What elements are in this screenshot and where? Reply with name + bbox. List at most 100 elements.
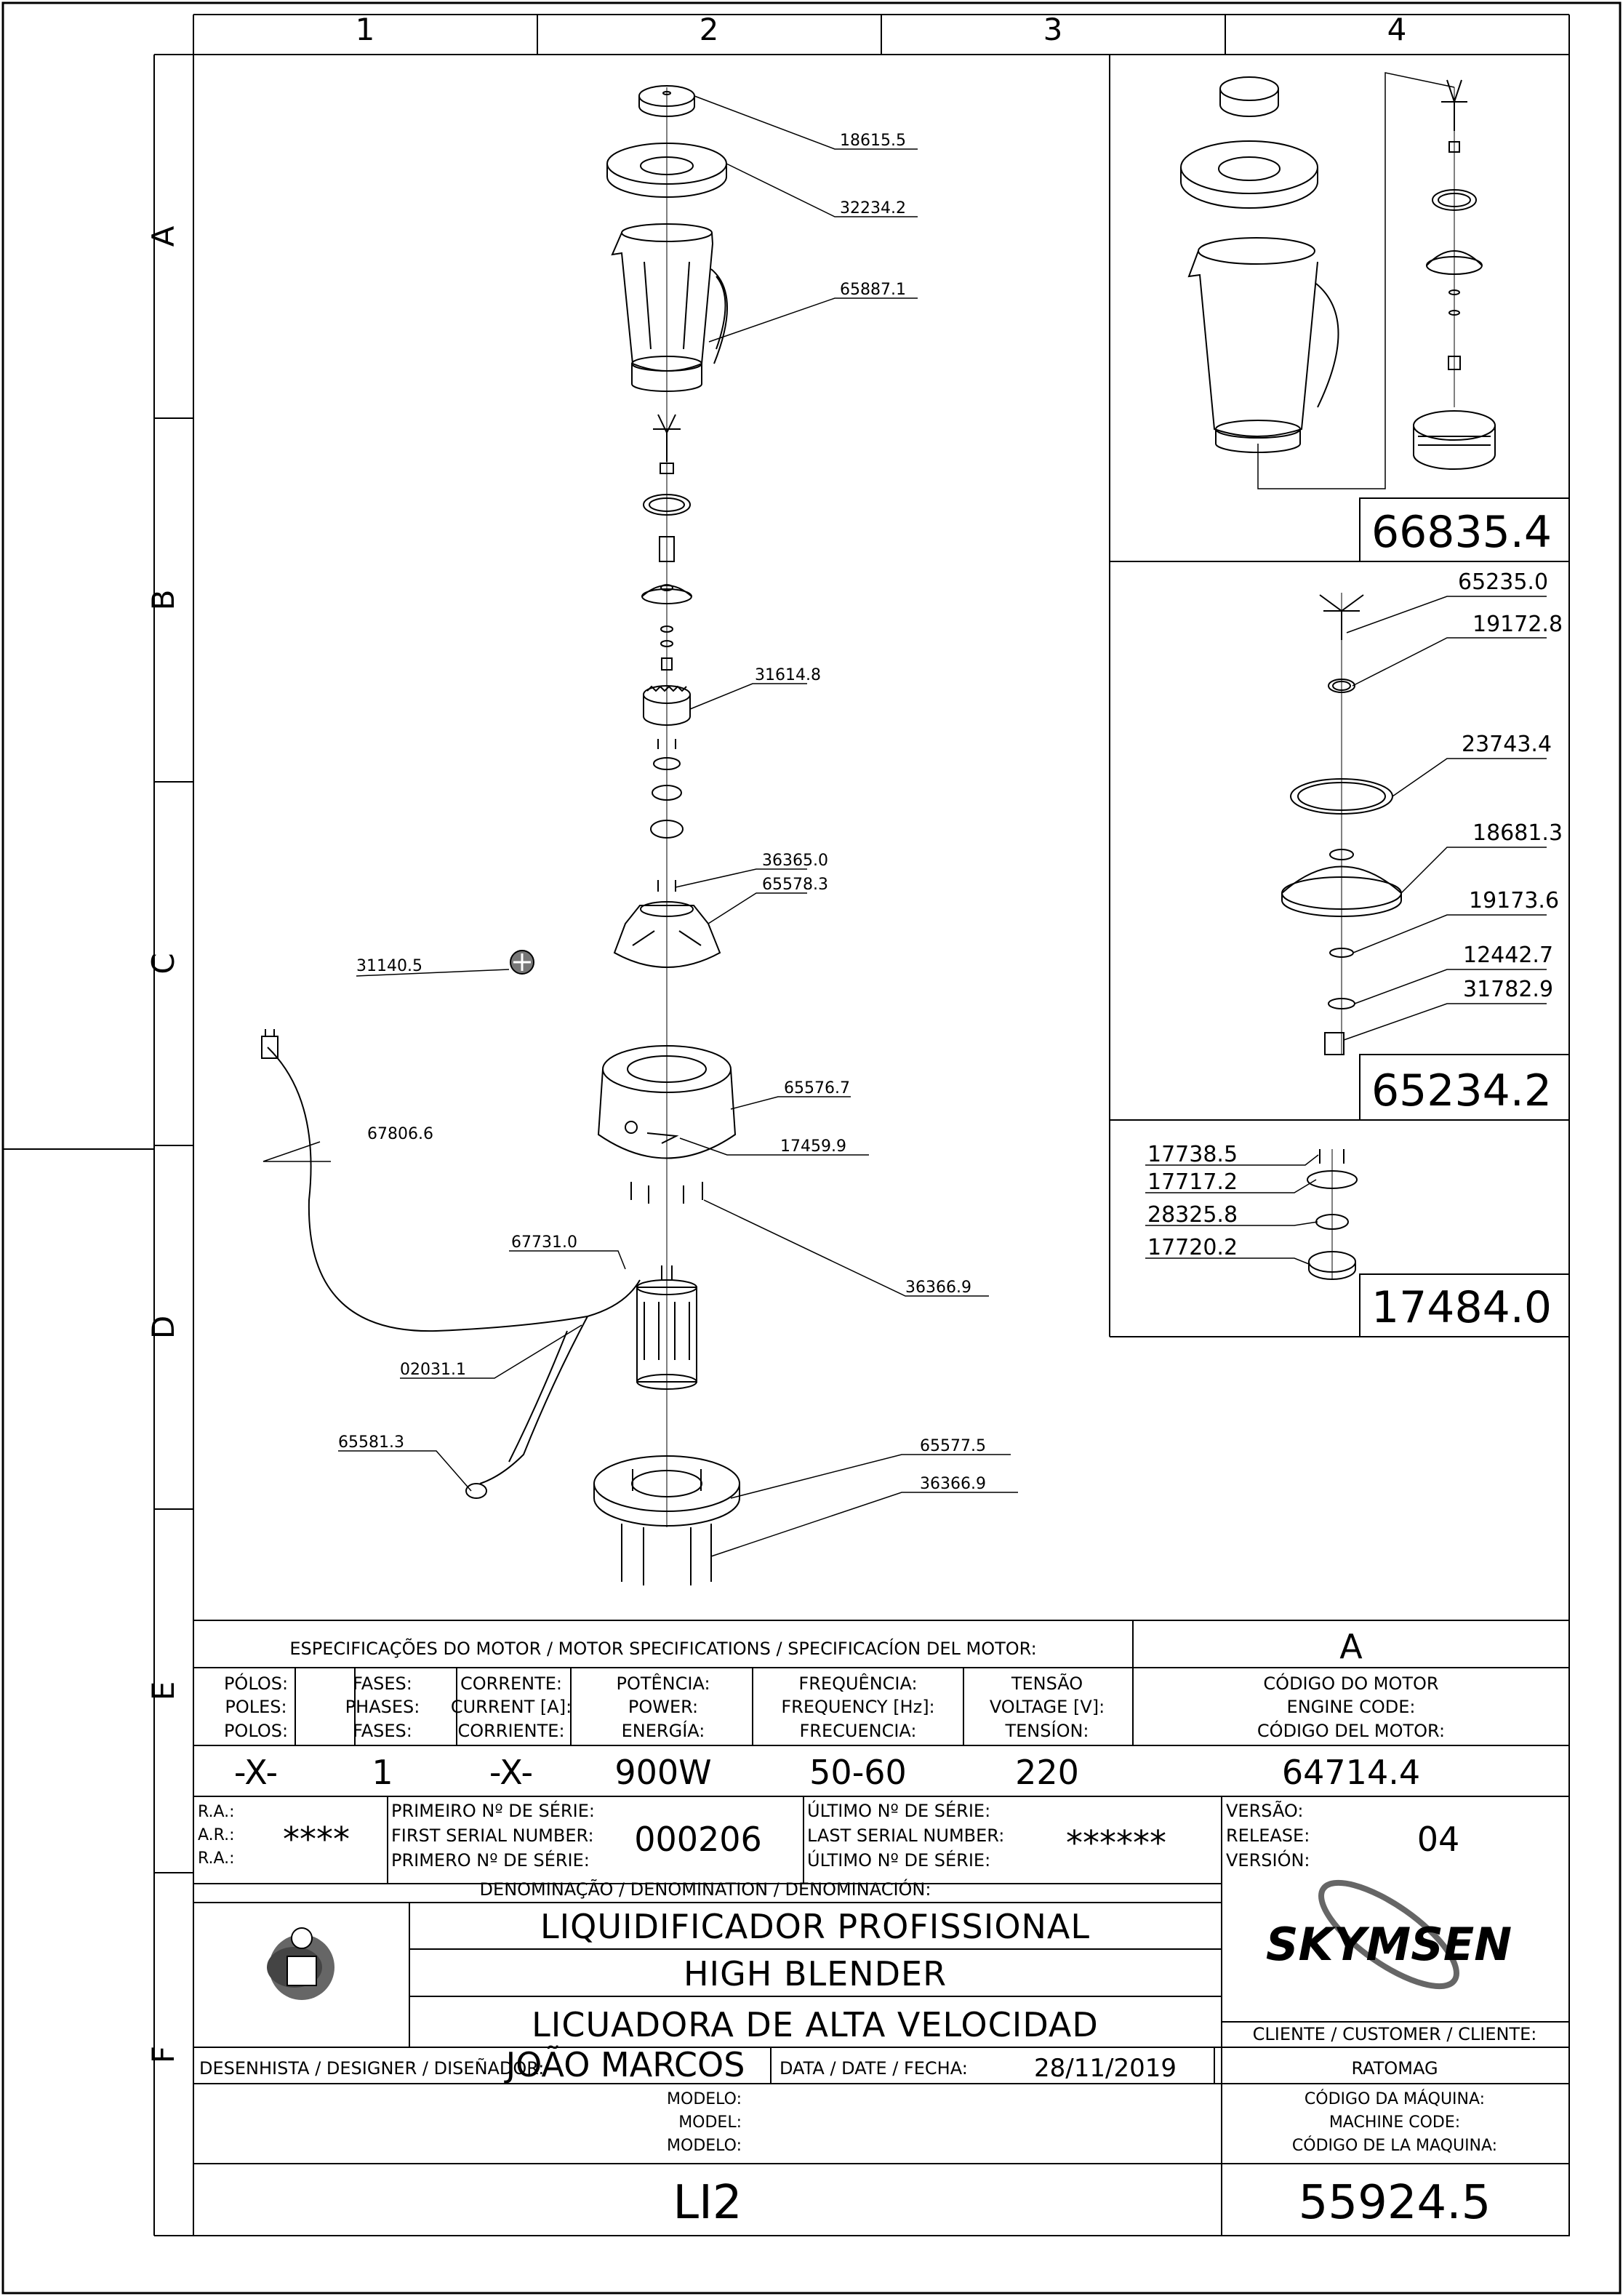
- main-part-labels: 18615.5 32234.2 65887.1 31614.8 36365.0 …: [338, 132, 986, 1493]
- svg-text:000206: 000206: [634, 1820, 762, 1859]
- zone-row-labels: A B C D E F: [145, 225, 181, 2063]
- part-label: 32234.2: [840, 199, 906, 217]
- svg-text:MACHINE CODE:: MACHINE CODE:: [1329, 2113, 1460, 2132]
- svg-text:POTÊNCIA:: POTÊNCIA:: [616, 1673, 710, 1694]
- svg-text:F: F: [145, 2046, 181, 2063]
- part-label: 36366.9: [920, 1475, 986, 1493]
- svg-text:3: 3: [1043, 12, 1063, 47]
- svg-text:DESENHISTA / DESIGNER / DISEÑA: DESENHISTA / DESIGNER / DISEÑADOR:: [199, 2057, 544, 2079]
- part-label: 31614.8: [755, 666, 821, 684]
- svg-text:A.R.:: A.R.:: [198, 1826, 235, 1844]
- part-label: 18681.3: [1472, 820, 1563, 846]
- svg-text:-X-: -X-: [489, 1753, 533, 1792]
- part-label: 65576.7: [784, 1079, 850, 1097]
- svg-text:64714.4: 64714.4: [1282, 1753, 1420, 1792]
- svg-text:R.A.:: R.A.:: [198, 1849, 235, 1868]
- svg-text:A: A: [145, 225, 181, 247]
- part-label: 17717.2: [1147, 1169, 1238, 1195]
- detail-motor-coupling: [1145, 1149, 1358, 1280]
- svg-text:JOÃO MARCOS: JOÃO MARCOS: [504, 2045, 745, 2084]
- svg-text:POLOS:: POLOS:: [224, 1721, 288, 1741]
- svg-text:CÓDIGO DE LA MAQUINA:: CÓDIGO DE LA MAQUINA:: [1292, 2136, 1497, 2155]
- svg-text:PRIMEIRO Nº DE SÉRIE:: PRIMEIRO Nº DE SÉRIE:: [391, 1800, 595, 1821]
- detail-code: 65234.2: [1371, 1065, 1552, 1116]
- detail-labels: 66835.4 65235.0 19172.8 23743.4 18681.3 …: [1147, 507, 1563, 1333]
- part-label: 65235.0: [1458, 569, 1548, 595]
- svg-text:MODELO:: MODELO:: [667, 2137, 742, 2155]
- svg-text:RATOMAG: RATOMAG: [1351, 2058, 1438, 2079]
- detail-blade-assembly: [1281, 593, 1547, 1055]
- svg-text:04: 04: [1417, 1820, 1460, 1859]
- stamp-emblem: [267, 1927, 334, 2000]
- title-es: LICUADORA DE ALTA VELOCIDAD: [532, 2005, 1099, 2044]
- svg-text:B: B: [145, 590, 181, 611]
- svg-text:****: ****: [283, 1820, 350, 1859]
- svg-text:FIRST SERIAL NUMBER:: FIRST SERIAL NUMBER:: [391, 1825, 594, 1846]
- svg-text:1: 1: [356, 12, 375, 47]
- svg-text:1: 1: [372, 1753, 393, 1792]
- title-en: HIGH BLENDER: [684, 1954, 947, 1993]
- svg-text:VERSÃO:: VERSÃO:: [1226, 1799, 1304, 1821]
- part-label: 19172.8: [1472, 612, 1563, 637]
- svg-text:CÓDIGO DA MÁQUINA:: CÓDIGO DA MÁQUINA:: [1305, 2089, 1485, 2108]
- svg-text:DENOMINAÇÃO / DENOMINATION / D: DENOMINAÇÃO / DENOMINATION / DENOMINACIÓ…: [480, 1878, 931, 1900]
- svg-text:CLIENTE / CUSTOMER / CLIENTE:: CLIENTE / CUSTOMER / CLIENTE:: [1253, 2024, 1537, 2044]
- part-label: 17459.9: [780, 1137, 846, 1156]
- svg-text:C: C: [145, 953, 181, 974]
- serial-row: R.A.: A.R.: R.A.: **** PRIMEIRO Nº DE SÉ…: [198, 1799, 1459, 1871]
- svg-text:POWER:: POWER:: [628, 1697, 698, 1717]
- svg-text:CORRENTE:: CORRENTE:: [460, 1673, 562, 1694]
- svg-text:-X-: -X-: [234, 1753, 278, 1792]
- title-pt: LIQUIDIFICADOR PROFISSIONAL: [540, 1907, 1090, 1946]
- svg-text:VOLTAGE [V]:: VOLTAGE [V]:: [990, 1697, 1105, 1717]
- svg-text:VERSIÓN:: VERSIÓN:: [1226, 1849, 1310, 1871]
- svg-text:ESPECIFICAÇÕES DO MOTOR / MOTO: ESPECIFICAÇÕES DO MOTOR / MOTOR SPECIFIC…: [289, 1637, 1036, 1659]
- svg-text:4: 4: [1387, 12, 1407, 47]
- svg-text:900W: 900W: [614, 1753, 711, 1792]
- svg-text:TENSÍON:: TENSÍON:: [1004, 1720, 1089, 1741]
- svg-text:FREQUÊNCIA:: FREQUÊNCIA:: [798, 1673, 917, 1694]
- svg-text:MODELO:: MODELO:: [667, 2090, 742, 2108]
- detail-code: 17484.0: [1371, 1282, 1552, 1333]
- part-label: 28325.8: [1147, 1202, 1238, 1228]
- svg-text:220: 220: [1015, 1753, 1079, 1792]
- svg-text:ENERGÍA:: ENERGÍA:: [622, 1720, 705, 1741]
- part-label: 36366.9: [905, 1279, 971, 1297]
- svg-text:MODEL:: MODEL:: [678, 2113, 742, 2132]
- svg-text:POLES:: POLES:: [225, 1697, 286, 1717]
- part-label: 12442.7: [1463, 943, 1553, 968]
- svg-text:ÚLTIMO Nº DE SÉRIE:: ÚLTIMO Nº DE SÉRIE:: [807, 1799, 990, 1821]
- main-exploded-view: [261, 85, 740, 1585]
- part-label: 31782.9: [1463, 977, 1553, 1002]
- part-label: 31140.5: [356, 957, 422, 975]
- part-label: 19173.6: [1469, 888, 1559, 913]
- svg-text:A: A: [1339, 1627, 1363, 1666]
- svg-text:FRECUENCIA:: FRECUENCIA:: [799, 1721, 916, 1741]
- svg-text:TENSÃO: TENSÃO: [1011, 1672, 1083, 1694]
- svg-text:CURRENT [A]:: CURRENT [A]:: [451, 1697, 572, 1717]
- part-label: 65577.5: [920, 1437, 986, 1455]
- svg-text:D: D: [145, 1316, 181, 1339]
- svg-text:******: ******: [1066, 1823, 1166, 1863]
- detail-jar-assembly: [1180, 72, 1496, 489]
- svg-text:CÓDIGO DO MOTOR: CÓDIGO DO MOTOR: [1263, 1672, 1438, 1694]
- svg-text:R.A.:: R.A.:: [198, 1803, 235, 1821]
- svg-text:RELEASE:: RELEASE:: [1226, 1825, 1310, 1846]
- svg-text:FASES:: FASES:: [353, 1721, 412, 1741]
- part-label: 36365.0: [762, 852, 828, 870]
- svg-text:2: 2: [700, 12, 719, 47]
- model-block: MODELO: MODEL: MODELO: LI2 CÓDIGO DA MÁQ…: [667, 2089, 1497, 2230]
- svg-text:FASES:: FASES:: [353, 1673, 412, 1694]
- part-label: 18615.5: [840, 132, 906, 150]
- svg-text:PÓLOS:: PÓLOS:: [224, 1672, 288, 1694]
- svg-text:28/11/2019: 28/11/2019: [1034, 2054, 1177, 2083]
- part-label: 17738.5: [1147, 1142, 1238, 1167]
- svg-text:50-60: 50-60: [809, 1753, 907, 1792]
- svg-text:DATA / DATE / FECHA:: DATA / DATE / FECHA:: [780, 2058, 968, 2079]
- part-label: 67806.6: [367, 1125, 433, 1143]
- svg-text:PRIMERO Nº DE SÉRIE:: PRIMERO Nº DE SÉRIE:: [391, 1849, 590, 1871]
- detail-code: 66835.4: [1371, 507, 1552, 558]
- part-label: 65581.3: [338, 1433, 404, 1452]
- svg-text:LAST SERIAL NUMBER:: LAST SERIAL NUMBER:: [807, 1825, 1004, 1846]
